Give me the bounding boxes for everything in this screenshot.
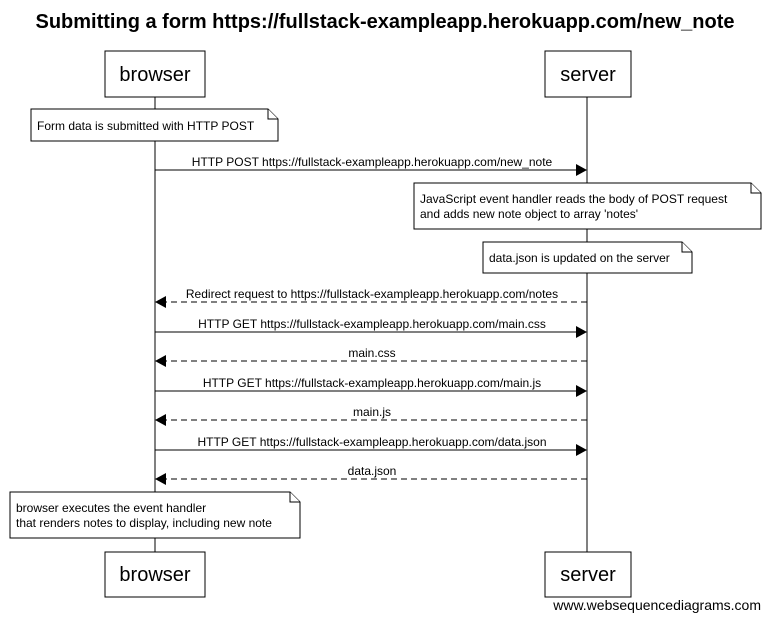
message-label: HTTP POST https://fullstack-exampleapp.h… — [192, 155, 553, 169]
note-line: JavaScript event handler reads the body … — [420, 192, 728, 206]
actor-browser-bottom: browser — [104, 551, 206, 598]
message-label: HTTP GET https://fullstack-exampleapp.he… — [198, 317, 546, 331]
message-label: main.css — [348, 346, 395, 360]
actor-browser-top: browser — [104, 50, 206, 98]
note-form-submitted: Form data is submitted with HTTP POST — [30, 108, 279, 142]
actor-label: browser — [119, 64, 190, 86]
actor-label: browser — [119, 564, 190, 586]
note-line: browser executes the event handler — [16, 501, 206, 515]
diagram-title: Submitting a form https://fullstack-exam… — [36, 11, 735, 33]
message-label: Redirect request to https://fullstack-ex… — [186, 287, 558, 301]
message-redirect: Redirect request to https://fullstack-ex… — [155, 287, 587, 308]
message-get-data-json: HTTP GET https://fullstack-exampleapp.he… — [155, 435, 587, 456]
actor-server-bottom: server — [544, 551, 632, 598]
watermark: www.websequencediagrams.com — [552, 597, 761, 613]
message-data-json-response: data.json — [155, 464, 587, 485]
message-main-js-response: main.js — [155, 405, 587, 426]
message-label: HTTP GET https://fullstack-exampleapp.he… — [197, 435, 546, 449]
note-line: data.json is updated on the server — [489, 251, 670, 265]
note-line: Form data is submitted with HTTP POST — [37, 119, 255, 133]
note-browser-executes: browser executes the event handler that … — [9, 491, 301, 539]
message-get-main-css: HTTP GET https://fullstack-exampleapp.he… — [155, 317, 587, 338]
message-label: main.js — [353, 405, 391, 419]
message-post-new-note: HTTP POST https://fullstack-exampleapp.h… — [155, 155, 587, 176]
message-main-css-response: main.css — [155, 346, 587, 367]
message-get-main-js: HTTP GET https://fullstack-exampleapp.he… — [155, 376, 587, 397]
message-label: HTTP GET https://fullstack-exampleapp.he… — [203, 376, 541, 390]
actor-server-top: server — [544, 50, 632, 98]
note-line: and adds new note object to array 'notes… — [420, 207, 638, 221]
actor-label: server — [560, 564, 616, 586]
note-line: that renders notes to display, including… — [16, 516, 272, 530]
message-label: data.json — [348, 464, 397, 478]
note-data-json-updated: data.json is updated on the server — [482, 241, 693, 274]
note-event-handler: JavaScript event handler reads the body … — [413, 182, 762, 230]
actor-label: server — [560, 64, 616, 86]
